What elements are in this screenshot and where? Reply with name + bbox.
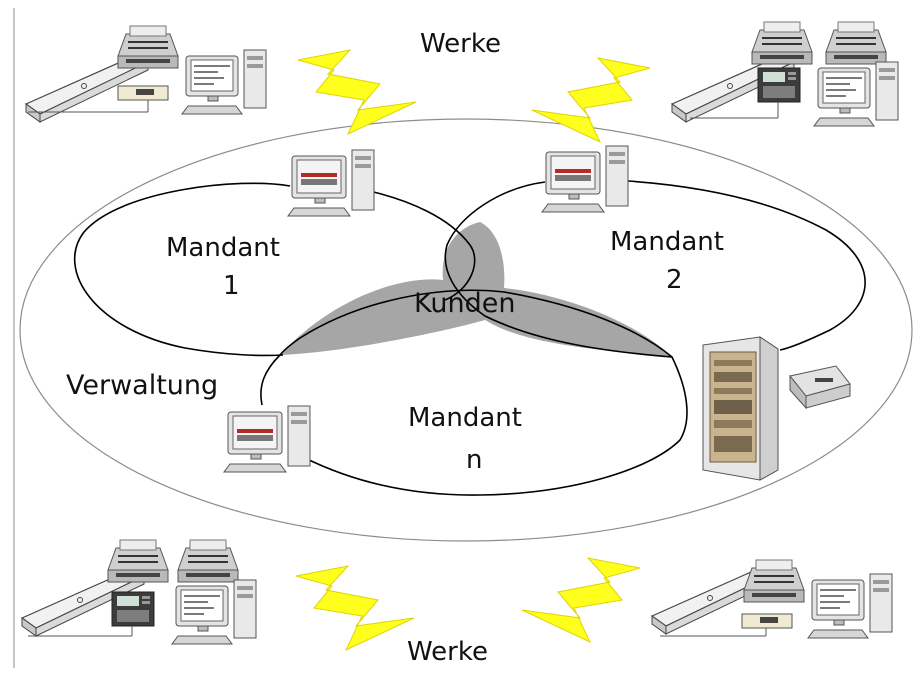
terminal-icon	[117, 85, 169, 101]
computer-icon	[181, 49, 267, 115]
printer-icon	[751, 21, 813, 65]
terminal-icon	[741, 613, 793, 629]
computer-icon	[223, 405, 311, 473]
server-cabinet-icon	[702, 336, 779, 481]
printer-icon	[117, 25, 179, 69]
computer-icon	[807, 573, 893, 639]
verwaltung-ellipse	[19, 118, 913, 542]
printer-icon	[825, 21, 887, 65]
computer-icon	[813, 61, 899, 127]
lightning-icon	[295, 565, 415, 651]
mandant-n-ellipse	[260, 289, 688, 496]
printer-icon	[177, 539, 239, 583]
mandant-2-ellipse	[444, 180, 866, 358]
verwaltung-label: Verwaltung	[66, 370, 218, 401]
terminal-icon	[757, 67, 801, 103]
computer-icon	[287, 149, 375, 217]
mandant-1-label: Mandant	[166, 233, 280, 263]
mandant-2-number: 2	[666, 265, 683, 295]
printer-icon	[743, 559, 805, 603]
kunden-label: Kunden	[414, 288, 515, 319]
laser-printer-icon	[789, 365, 851, 410]
werke-bottom-label: Werke	[407, 637, 488, 667]
werke-top-label: Werke	[420, 29, 501, 59]
mandant-1-number: 1	[223, 271, 240, 301]
computer-icon	[171, 579, 257, 645]
lightning-icon	[531, 57, 651, 143]
mandant-2-label: Mandant	[610, 227, 724, 257]
lightning-icon	[521, 557, 641, 643]
terminal-icon	[111, 591, 155, 627]
computer-icon	[541, 145, 629, 213]
mandant-n-label: Mandant	[408, 403, 522, 433]
mandant-1-ellipse	[73, 182, 476, 357]
printer-icon	[107, 539, 169, 583]
mandant-n-letter: n	[466, 445, 482, 475]
